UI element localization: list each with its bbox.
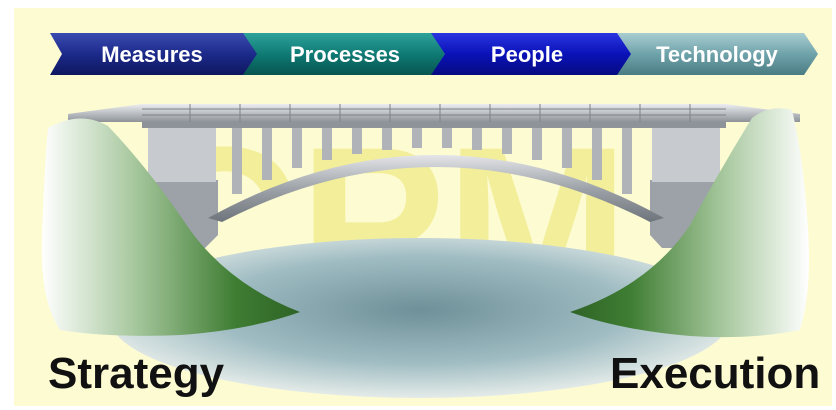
deck-underside (142, 122, 726, 128)
chevron-processes-label: Processes (290, 42, 400, 67)
execution-label: Execution (610, 349, 821, 398)
stage-chevrons: Measures Processes People Technology (50, 33, 818, 75)
bridge-arch (208, 155, 664, 222)
chevron-people (431, 33, 639, 75)
chevron-technology-label: Technology (656, 42, 779, 67)
bridge-railing (142, 104, 726, 122)
chevron-measures (50, 33, 266, 75)
chevron-technology (617, 33, 818, 75)
spandrel-posts (232, 122, 632, 194)
left-tower (148, 122, 216, 182)
right-cliff (570, 108, 809, 338)
left-cliff (41, 118, 301, 336)
chevron-measures-label: Measures (101, 42, 203, 67)
railing-lines (142, 104, 726, 122)
strategy-label: Strategy (48, 349, 225, 398)
chevron-people-label: People (491, 42, 563, 67)
chevron-processes (243, 33, 460, 75)
right-tower (652, 122, 720, 182)
river-water (110, 238, 730, 398)
